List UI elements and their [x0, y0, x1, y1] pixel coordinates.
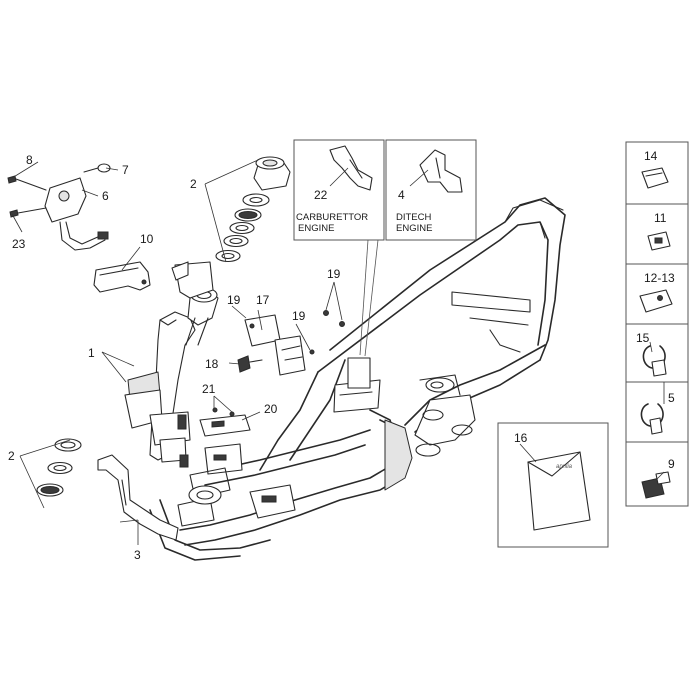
callout-8: 8 — [26, 153, 33, 167]
bracket-3 — [97, 454, 179, 541]
callout-9: 9 — [668, 457, 675, 471]
parts-column-right — [625, 141, 689, 507]
callout-17: 17 — [256, 293, 270, 307]
callout-5: 5 — [668, 391, 675, 405]
callout-19-left: 19 — [227, 293, 241, 307]
callout-6: 6 — [102, 189, 109, 203]
callout-4: 4 — [398, 188, 405, 202]
callout-22: 22 — [314, 188, 328, 202]
callout-labels: 8 7 6 23 10 2 1 2 3 19 17 19 18 21 20 19… — [8, 149, 675, 562]
ignition-switch-assembly — [7, 163, 111, 251]
main-frame — [124, 197, 566, 561]
callout-18: 18 — [205, 357, 219, 371]
callout-19-mid: 19 — [292, 309, 306, 323]
box-part-16-bag: aprilia — [497, 422, 609, 548]
inset-carb-line2: ENGINE — [298, 223, 334, 234]
callout-7: 7 — [122, 163, 129, 177]
callout-19-right: 19 — [327, 267, 341, 281]
inset-ditech-line2: ENGINE — [396, 223, 432, 234]
callout-12-13: 12-13 — [644, 271, 675, 285]
callout-23: 23 — [12, 237, 26, 251]
callout-15: 15 — [636, 331, 650, 345]
bag-logo-text: aprilia — [556, 464, 573, 470]
inset-ditech-line1: DITECH — [396, 212, 432, 223]
callout-11: 11 — [654, 211, 667, 225]
callout-1: 1 — [88, 346, 95, 360]
callout-21: 21 — [202, 382, 216, 396]
callout-2-upper: 2 — [190, 177, 197, 191]
callout-20: 20 — [264, 402, 278, 416]
callout-3: 3 — [134, 548, 141, 562]
callout-16: 16 — [514, 431, 528, 445]
bearing-stack-lower — [36, 438, 82, 497]
callout-2-lower: 2 — [8, 449, 15, 463]
callout-14: 14 — [644, 149, 658, 163]
bracket-20 — [199, 414, 251, 437]
bracket-17 — [244, 314, 315, 376]
leader-lines — [11, 159, 665, 545]
inset-carburettor-engine: CARBURETTOR ENGINE — [293, 139, 385, 241]
bearing-stack-upper — [215, 156, 291, 263]
bracket-10 — [93, 261, 151, 293]
inset-ditech-engine: DITECH ENGINE — [385, 139, 477, 241]
callout-10: 10 — [140, 232, 154, 246]
inset-carb-line1: CARBURETTOR — [296, 212, 368, 223]
